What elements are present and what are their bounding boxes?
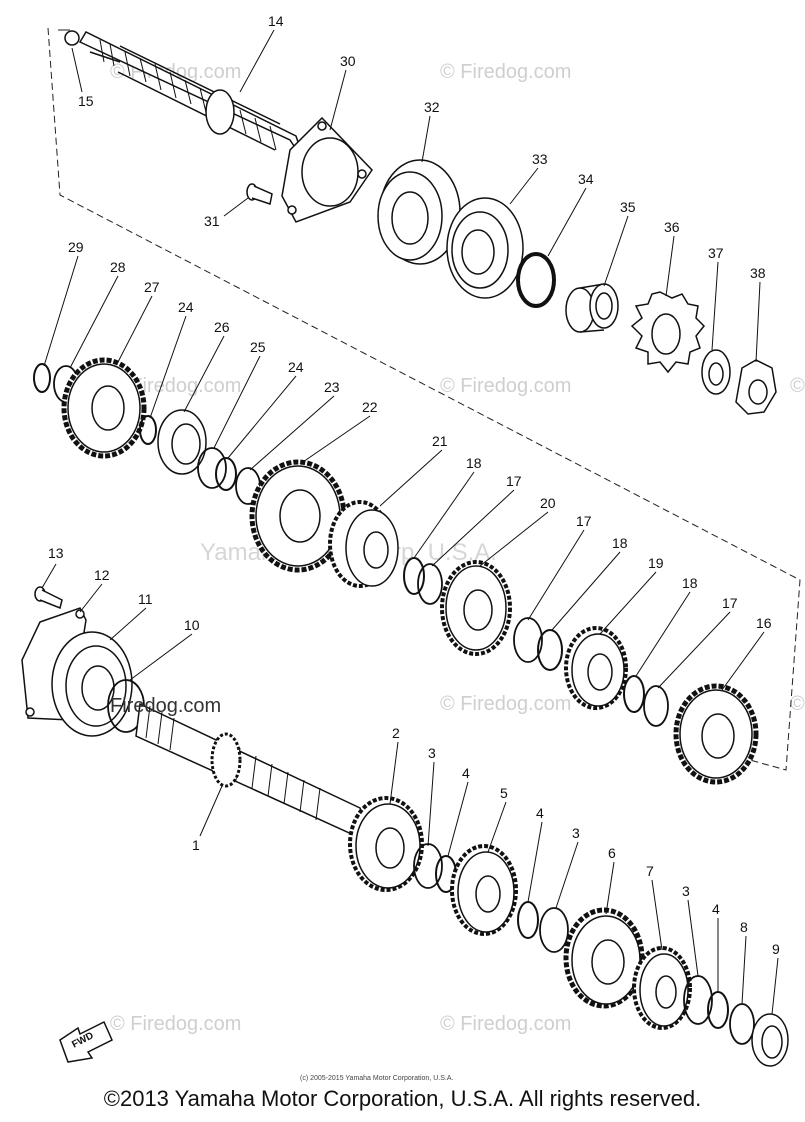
- callout-17: 17: [506, 473, 522, 489]
- main-axle-1: [135, 702, 369, 837]
- washer-25: [197, 447, 227, 489]
- bearing-11: [51, 631, 133, 737]
- callout-13: 13: [48, 545, 64, 561]
- callout-2: 2: [392, 725, 400, 741]
- callout-12: 12: [94, 567, 110, 583]
- watermark: © Firedog.com: [440, 1013, 571, 1035]
- gear-5: [450, 844, 518, 936]
- gear-27: [61, 357, 147, 459]
- callout-15: 15: [78, 93, 94, 109]
- callout-19: 19: [648, 555, 664, 571]
- washer-3b: [539, 907, 569, 953]
- circlip-18b: [537, 629, 563, 671]
- callout-22: 22: [362, 399, 378, 415]
- sprocket-36: [630, 291, 706, 374]
- callout-38: 38: [750, 265, 766, 281]
- bearing-9: [751, 1013, 789, 1067]
- gear-7: [632, 946, 692, 1030]
- callout-10: 10: [184, 617, 200, 633]
- callout-18: 18: [682, 575, 698, 591]
- o-ring-34: [516, 252, 556, 308]
- washer-8: [729, 1003, 755, 1045]
- circlip-29: [33, 363, 51, 393]
- circlip-24b: [215, 457, 237, 491]
- callout-17: 17: [576, 513, 592, 529]
- callout-18: 18: [612, 535, 628, 551]
- lock-washer-37: [701, 349, 731, 395]
- callout-32: 32: [424, 99, 440, 115]
- callout-8: 8: [740, 919, 748, 935]
- watermark: © Firedog.com: [440, 693, 571, 715]
- callout-11: 11: [138, 591, 153, 607]
- leader-lines: [41, 29, 779, 1015]
- watermark: © Firedog.com: [440, 61, 571, 83]
- bolt-31: [246, 183, 273, 205]
- circlip-4b: [517, 901, 539, 939]
- bearing-32: [377, 159, 461, 265]
- callout-24: 24: [178, 299, 194, 315]
- callout-34: 34: [578, 171, 594, 187]
- oil-seal-33: [446, 197, 524, 299]
- callout-3: 3: [572, 825, 580, 841]
- washer-17a: [417, 563, 443, 605]
- bearing-26: [157, 409, 207, 475]
- nut-38: [735, 359, 777, 415]
- gear-6: [563, 907, 645, 1009]
- gear-20: [440, 560, 512, 656]
- callout-labels: 14 15 30 32 33 34 35 36 37 38 31 29 28 2…: [48, 13, 780, 957]
- plate-30: [281, 116, 373, 223]
- callout-21: 21: [432, 433, 448, 449]
- washer-17b: [513, 617, 543, 663]
- callout-3: 3: [428, 745, 436, 761]
- callout-6: 6: [608, 845, 616, 861]
- callout-35: 35: [620, 199, 636, 215]
- small-copyright: (c) 2005-2015 Yamaha Motor Corporation, …: [300, 1075, 453, 1082]
- callout-25: 25: [250, 339, 266, 355]
- callout-27: 27: [144, 279, 160, 295]
- callout-28: 28: [110, 259, 126, 275]
- callout-33: 33: [532, 151, 548, 167]
- callout-29: 29: [68, 239, 84, 255]
- gear-16: [673, 683, 759, 785]
- collar-35: [565, 283, 619, 333]
- fwd-arrow-icon: FWD: [59, 1020, 113, 1063]
- callout-23: 23: [324, 379, 340, 395]
- watermark: © Firedog.com: [790, 375, 805, 397]
- callout-5: 5: [500, 785, 508, 801]
- callout-3: 3: [682, 883, 690, 899]
- bolt-13: [34, 586, 63, 610]
- callout-14: 14: [268, 13, 284, 29]
- washer-17c: [643, 685, 669, 727]
- footer-copyright: ©2013 Yamaha Motor Corporation, U.S.A. A…: [103, 1086, 702, 1111]
- callout-31: 31: [204, 213, 220, 229]
- callout-18: 18: [466, 455, 482, 471]
- callout-1: 1: [192, 837, 200, 853]
- callout-4: 4: [712, 901, 720, 917]
- callout-7: 7: [646, 863, 654, 879]
- callout-17: 17: [722, 595, 738, 611]
- circlip-24a: [139, 415, 157, 445]
- callout-16: 16: [756, 615, 772, 631]
- circlip-18c: [623, 675, 645, 713]
- callout-30: 30: [340, 53, 356, 69]
- gear-19: [564, 626, 628, 710]
- watermark: © Firedog.com: [440, 375, 571, 397]
- group-frame: [47, 27, 801, 771]
- callout-24: 24: [288, 359, 304, 375]
- callout-4: 4: [462, 765, 470, 781]
- watermark: Firedog.com: [110, 695, 221, 717]
- callout-20: 20: [540, 495, 556, 511]
- callout-37: 37: [708, 245, 724, 261]
- gear-21: [328, 500, 399, 588]
- callout-26: 26: [214, 319, 230, 335]
- gear-2: [348, 796, 424, 892]
- main-axle-14: [64, 30, 301, 154]
- callout-36: 36: [664, 219, 680, 235]
- callout-9: 9: [772, 941, 780, 957]
- watermark: © Firedog.com: [110, 1013, 241, 1035]
- watermark: © Firedog.com: [790, 693, 805, 715]
- callout-4: 4: [536, 805, 544, 821]
